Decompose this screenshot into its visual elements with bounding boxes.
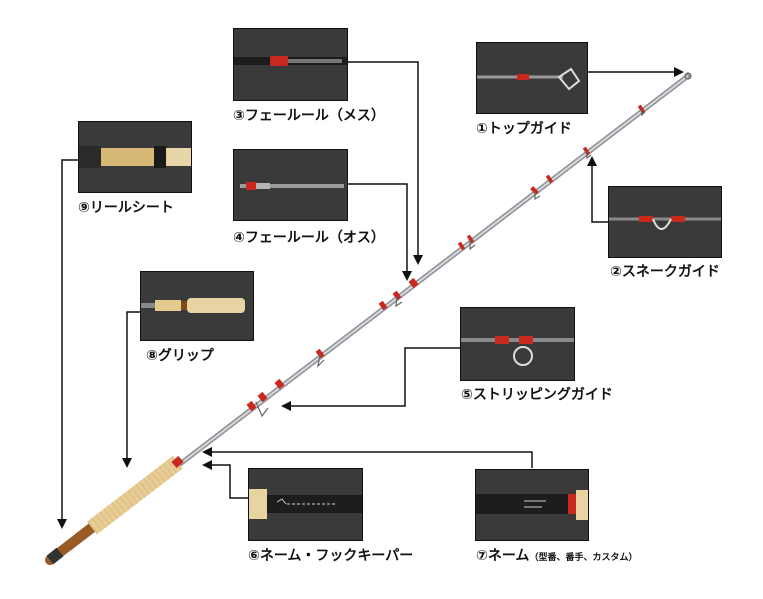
photo-name-hook-keeper — [248, 468, 363, 541]
arrow-snake-guide — [587, 156, 608, 223]
label-ferrule-female: ③フェールール（メス） — [233, 108, 385, 124]
arrow-name-hook-keeper — [202, 460, 248, 499]
leader-lines — [57, 61, 684, 529]
photo-top-guide — [476, 42, 588, 114]
label-name-main: ⑦ネーム — [476, 548, 530, 564]
arrow-name — [202, 447, 533, 468]
label-ferrule-male: ④フェールール（オス） — [233, 230, 385, 246]
arrow-ferrule-female — [348, 61, 423, 265]
photo-snake-guide — [608, 186, 722, 258]
photo-name — [475, 469, 589, 541]
arrow-reel-seat — [57, 159, 78, 529]
rod — [45, 72, 692, 565]
photo-ferrule-male — [233, 149, 348, 221]
label-grip: ⑧グリップ — [146, 348, 214, 364]
arrow-ferrule-male — [347, 183, 412, 281]
arrow-stripping-guide — [281, 347, 460, 411]
arrow-grip — [122, 311, 140, 468]
label-reel-seat: ⑨リールシート — [78, 200, 174, 216]
label-name-hook-keeper: ⑥ネーム・フックキーパー — [248, 548, 414, 564]
label-snake-guide: ②スネークガイド — [610, 264, 720, 280]
label-name: ⑦ネーム（型番、番手、カスタム） — [476, 548, 637, 566]
photo-ferrule-female — [233, 28, 348, 101]
label-stripping-guide: ⑤ストリッピングガイド — [461, 387, 613, 403]
label-top-guide: ①トップガイド — [476, 121, 572, 137]
photo-grip — [140, 271, 254, 341]
photo-stripping-guide — [460, 307, 575, 381]
cork-grip — [87, 455, 183, 535]
photo-reel-seat — [78, 121, 192, 193]
label-name-note: （型番、番手、カスタム） — [529, 553, 638, 563]
